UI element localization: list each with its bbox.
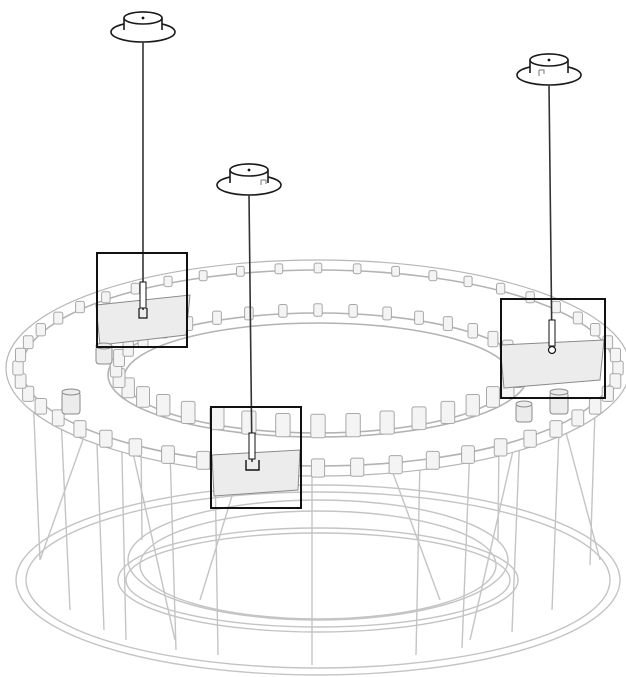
- ring-segment-outer: [350, 457, 365, 477]
- ring-segment-outer: [496, 282, 506, 295]
- ring-segment-outer: [101, 291, 111, 304]
- ring-segment-inner: [348, 304, 358, 318]
- ring-segment-outer: [128, 438, 143, 457]
- ring-segment-inner: [465, 394, 480, 417]
- ring-segment-inner: [382, 306, 392, 321]
- ring-segment-outer: [551, 300, 561, 314]
- mounting-plates: [61, 294, 605, 497]
- ring-segment-outer: [236, 265, 245, 277]
- base-ring: [15, 484, 621, 676]
- ring-segment-inner: [180, 400, 196, 424]
- ring-segment-outer: [198, 270, 208, 282]
- ring-segment-outer: [14, 373, 27, 389]
- ring-segment-outer: [549, 420, 563, 438]
- suspension-cables: [138, 42, 557, 471]
- ring-segment-outer: [352, 263, 362, 275]
- ring-segment-inner: [411, 406, 427, 431]
- ring-segment-inner: [487, 330, 499, 348]
- ring-segment-outer: [51, 409, 65, 427]
- ring-segment-outer: [99, 429, 113, 448]
- callout-box-left: [96, 252, 188, 348]
- ring-segment-outer: [425, 450, 440, 470]
- ring-segment-outer: [274, 263, 284, 275]
- ring-segment-inner: [313, 303, 323, 317]
- cable-right: [548, 84, 553, 353]
- ring-segment-outer: [463, 275, 473, 288]
- ring-segment-inner: [486, 386, 500, 408]
- ring-segment-inner: [310, 413, 326, 439]
- ring-segment-inner: [379, 410, 395, 435]
- ceiling-canopy-left: [110, 11, 176, 43]
- ring-segment-outer: [612, 360, 624, 376]
- ring-segment-outer: [75, 300, 85, 314]
- ring-segment-inner: [113, 348, 125, 367]
- ring-segment-outer: [588, 398, 602, 415]
- ring-segment-inner: [156, 394, 171, 417]
- ring-segment-outer: [313, 262, 323, 274]
- fitting-left: [61, 388, 81, 415]
- ring-segment-inner: [136, 386, 151, 408]
- ring-segment-outer: [196, 450, 211, 470]
- ceiling-canopy-right: [516, 53, 582, 86]
- ring-segment-inner: [212, 310, 222, 325]
- callout-box-middle: [210, 406, 302, 509]
- ring-segment-outer: [391, 265, 401, 277]
- ring-segment-outer: [163, 275, 173, 288]
- ring-segment-inner: [414, 310, 424, 325]
- ring-segment-outer: [15, 347, 27, 363]
- fitting-right-2: [515, 400, 533, 423]
- ring-segment-outer: [22, 335, 34, 350]
- ceiling-canopy-middle: [216, 163, 282, 196]
- ring-segment-outer: [22, 385, 35, 402]
- ring-segment-outer: [493, 438, 508, 457]
- ring-segment-inner: [442, 316, 453, 332]
- callout-boxes: [96, 252, 606, 509]
- ring-segment-inner: [440, 400, 456, 424]
- ring-segment-outer: [572, 311, 583, 325]
- ring-segment-outer: [609, 347, 622, 363]
- ring-segment-outer: [35, 323, 46, 337]
- inner-hub: [127, 499, 509, 621]
- ring-segment-outer: [590, 323, 601, 337]
- ring-segment-inner: [278, 304, 288, 318]
- ring-segment-outer: [428, 270, 438, 282]
- ring-segment-outer: [34, 398, 48, 415]
- ring-segment-inner: [275, 413, 291, 438]
- cable-gripper-left: [138, 281, 148, 319]
- ring-segment-outer: [73, 420, 87, 438]
- ring-segment-outer: [130, 282, 140, 295]
- ring-segment-outer: [523, 429, 537, 448]
- ring-segment-outer: [461, 445, 475, 464]
- ring-segment-outer: [609, 373, 622, 389]
- cable-middle: [248, 194, 253, 463]
- ring-segment-inner: [467, 323, 478, 339]
- cable-gripper-right: [547, 319, 557, 355]
- ring-segment-inner: [241, 410, 257, 435]
- fitting-right: [549, 388, 569, 415]
- mounting-plate-right: [499, 339, 605, 389]
- ring-segment-outer: [525, 291, 535, 304]
- cable-gripper-middle: [245, 432, 260, 471]
- callout-box-right: [500, 298, 606, 399]
- ring-segment-outer: [12, 360, 24, 376]
- ring-segment-outer: [571, 409, 585, 427]
- mounting-plate-front: [211, 449, 301, 497]
- ring-segment-outer: [388, 455, 403, 475]
- ring-segment-outer: [53, 311, 64, 325]
- ring-segment-outer: [310, 458, 326, 478]
- ring-segment-outer: [161, 445, 175, 464]
- ring-segment-inner: [209, 406, 225, 431]
- ring-segment-outer: [601, 385, 614, 402]
- ring-segment-inner: [345, 413, 361, 438]
- ring-segment-inner: [244, 306, 254, 321]
